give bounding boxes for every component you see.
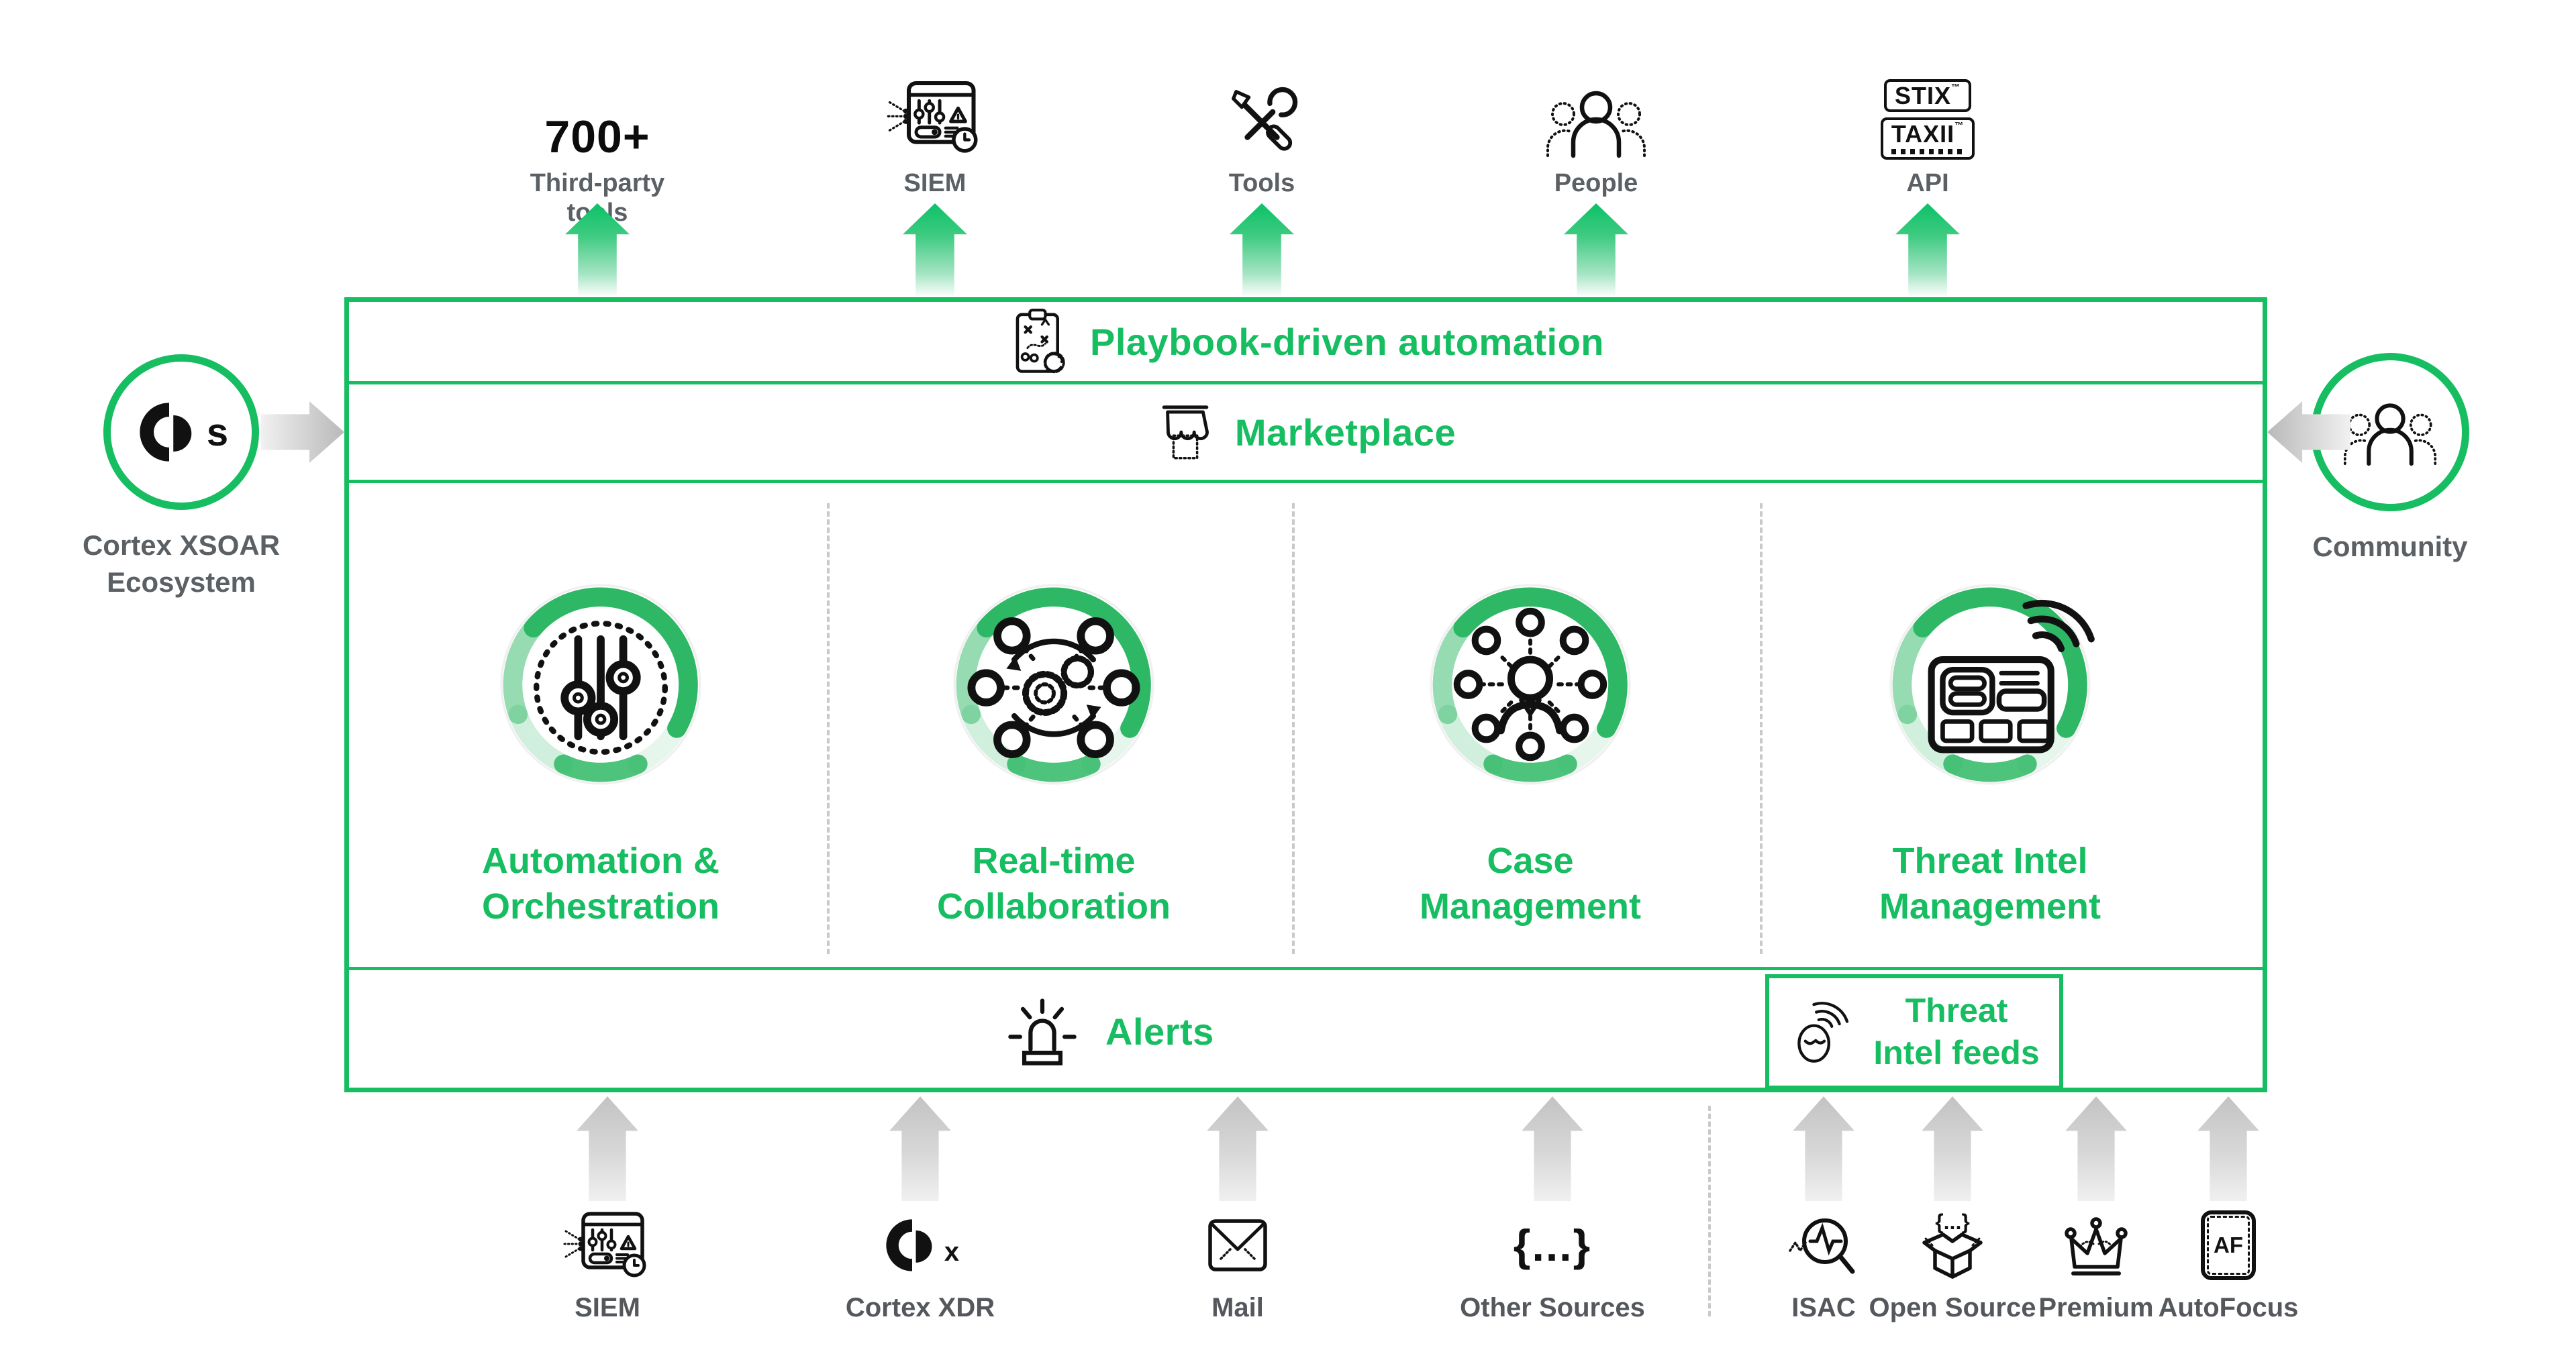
xsoar-logo-letter: s bbox=[206, 410, 229, 454]
feature-label: Automation &Orchestration bbox=[481, 841, 720, 927]
playbook-banner: Playbook-driven automation bbox=[344, 302, 2267, 381]
braces-icon: {...} bbox=[1513, 1220, 1592, 1270]
alerts-row-separator bbox=[344, 967, 2267, 970]
cortex-xdr-logo bbox=[881, 1214, 943, 1276]
siren-icon bbox=[1003, 992, 1081, 1070]
source-siem: SIEM bbox=[493, 1204, 722, 1323]
alerts-label: Alerts bbox=[1105, 1010, 1214, 1053]
feed-premium: Premium bbox=[1982, 1204, 2210, 1323]
feature-automation-orchestration: Automation &Orchestration bbox=[456, 572, 745, 929]
source-arrow-siem bbox=[577, 1096, 638, 1201]
third-party-count-text: 700+ bbox=[544, 111, 650, 162]
feed-open-source: Open Source bbox=[1838, 1204, 2067, 1323]
up-arrow-api bbox=[1895, 203, 1960, 297]
cortex-xsoar-logo bbox=[134, 397, 204, 467]
sources-divider bbox=[1708, 1106, 1711, 1316]
open-source-box-icon bbox=[1914, 1208, 1991, 1283]
people-icon bbox=[1546, 85, 1646, 160]
source-label: Cortex XDR bbox=[845, 1293, 995, 1322]
community-people-icon bbox=[2343, 397, 2437, 468]
siem-top-label: SIEM bbox=[903, 169, 967, 197]
autofocus-badge-text: AF bbox=[2207, 1216, 2250, 1275]
marketplace-label: Marketplace bbox=[1234, 411, 1456, 454]
playbook-icon bbox=[1007, 307, 1070, 377]
autofocus-badge: AF bbox=[2201, 1210, 2256, 1280]
up-arrow-siem bbox=[903, 203, 967, 297]
source-arrow-mail bbox=[1207, 1096, 1269, 1201]
cortex-xsoar-ecosystem-circle: s bbox=[103, 354, 259, 510]
marketplace-banner: Marketplace bbox=[344, 384, 2267, 480]
feed-label: Premium bbox=[2038, 1293, 2154, 1322]
feed-arrow-autofocus bbox=[2197, 1096, 2259, 1201]
alerts-group: Alerts bbox=[1003, 978, 1214, 1084]
source-mail: Mail bbox=[1124, 1204, 1352, 1323]
realtime-collaboration-icon bbox=[941, 572, 1167, 797]
marketplace-row-separator bbox=[344, 480, 2267, 483]
spy-feed-icon bbox=[1789, 1000, 1860, 1064]
source-label: Other Sources bbox=[1460, 1293, 1645, 1322]
up-arrow-tools bbox=[1230, 203, 1294, 297]
third-party-count: 700+ bbox=[544, 75, 650, 160]
taxii-logo: TAXII™ bbox=[1880, 117, 1975, 160]
feed-label: AutoFocus bbox=[2158, 1293, 2299, 1322]
community-circle bbox=[2311, 353, 2469, 511]
xdr-logo-letter: x bbox=[944, 1237, 960, 1267]
source-other-sources: {...} Other Sources bbox=[1438, 1204, 1667, 1323]
feed-label: Open Source bbox=[1869, 1293, 2036, 1322]
playbook-label: Playbook-driven automation bbox=[1090, 320, 1604, 363]
source-arrow-cortex-xdr bbox=[889, 1096, 951, 1201]
threat-intel-management-icon bbox=[1877, 572, 2103, 797]
column-divider bbox=[1760, 503, 1763, 954]
people-label: People bbox=[1554, 169, 1638, 197]
column-divider bbox=[827, 503, 830, 954]
api-label: API bbox=[1906, 169, 1949, 197]
playbook-row-separator bbox=[344, 381, 2267, 384]
top-item-siem: SIEM bbox=[821, 75, 1049, 199]
feed-label: ISAC bbox=[1791, 1293, 1856, 1322]
third-party-tools-label: Third-party tools bbox=[530, 169, 665, 227]
column-divider bbox=[1292, 503, 1295, 954]
up-arrow-people bbox=[1564, 203, 1628, 297]
feed-arrow-isac bbox=[1793, 1096, 1854, 1201]
feed-isac: ISAC bbox=[1710, 1204, 1938, 1323]
source-arrow-other-sources bbox=[1522, 1096, 1583, 1201]
case-management-icon bbox=[1418, 572, 1643, 797]
stix-taxii-logos: STIX™ TAXII™ bbox=[1880, 79, 1975, 160]
top-item-api: STIX™ TAXII™ API bbox=[1814, 75, 2042, 199]
inbound-arrow-left bbox=[261, 401, 344, 463]
source-label: SIEM bbox=[575, 1293, 640, 1322]
mail-icon bbox=[1201, 1213, 1275, 1277]
tools-label: Tools bbox=[1228, 169, 1295, 197]
feed-arrow-open-source bbox=[1922, 1096, 1983, 1201]
automation-orchestration-icon bbox=[488, 572, 713, 797]
feed-autofocus: AF AutoFocus bbox=[2114, 1204, 2342, 1323]
top-item-people: People bbox=[1482, 75, 1710, 199]
source-label: Mail bbox=[1211, 1293, 1264, 1322]
platform-box bbox=[344, 297, 2267, 1092]
tools-icon bbox=[1224, 83, 1301, 160]
source-cortex-xdr: x Cortex XDR bbox=[806, 1204, 1034, 1323]
top-item-third-party-tools: 700+ Third-party tools bbox=[483, 75, 711, 227]
feed-arrow-premium bbox=[2065, 1096, 2127, 1201]
taxii-checker-strip bbox=[1891, 149, 1965, 154]
top-item-tools: Tools bbox=[1148, 75, 1376, 199]
siem-icon bbox=[887, 76, 984, 160]
marketplace-icon bbox=[1156, 401, 1215, 463]
community-label: Community bbox=[2312, 531, 2468, 562]
siem-icon bbox=[563, 1207, 652, 1284]
stix-logo: STIX™ bbox=[1883, 79, 1971, 113]
